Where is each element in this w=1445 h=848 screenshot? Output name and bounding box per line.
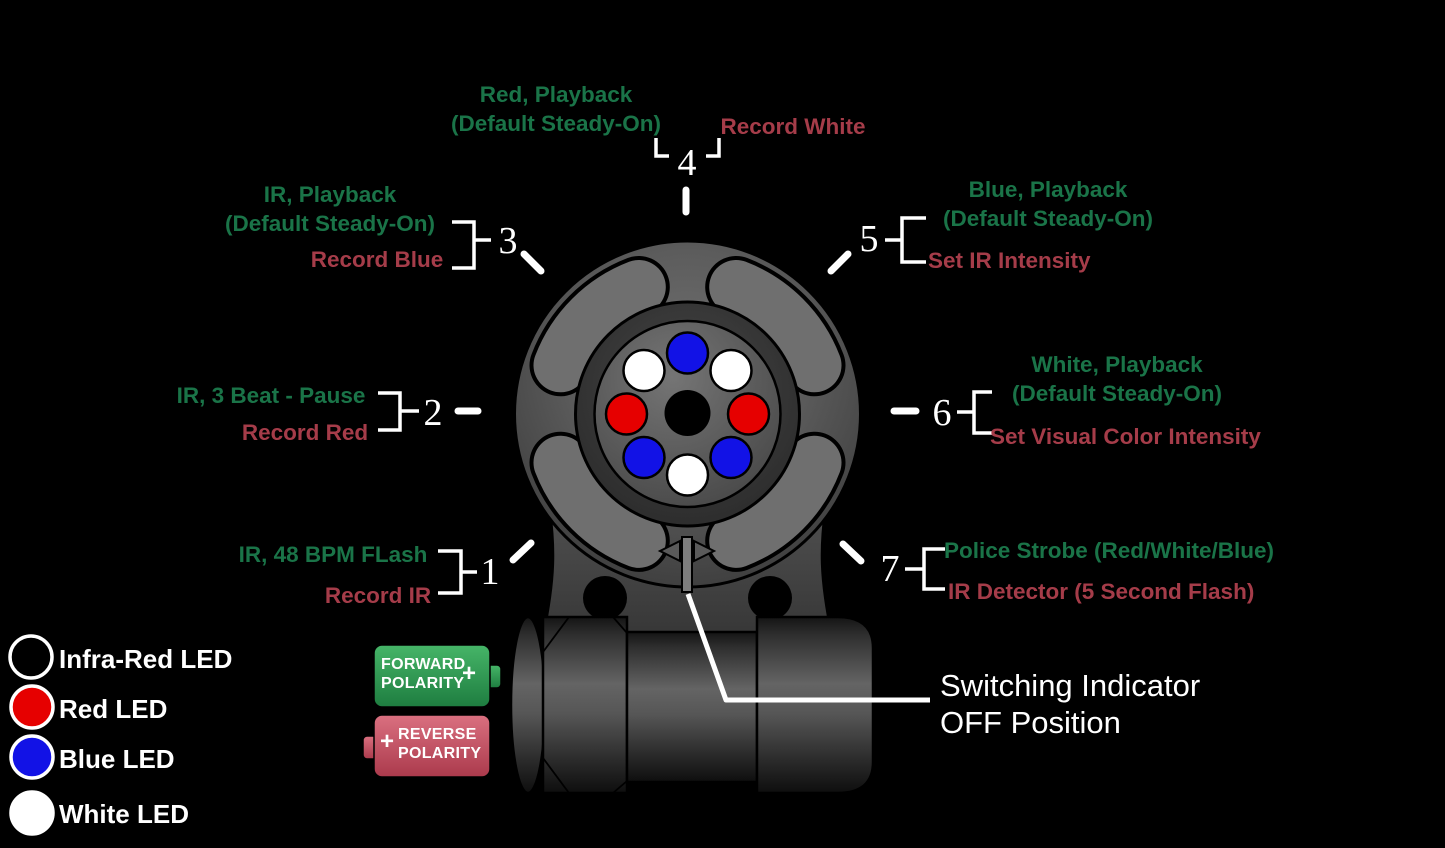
led-bottom-white [665,453,710,497]
label-pos6-green-line2: (Default Steady-On) [1011,381,1223,406]
body-center-section [625,630,759,784]
forward-polarity-plus: + [462,660,477,687]
label-pos3-green-line2: (Default Steady-On) [224,211,436,236]
label-pos6-green-line1: White, Playback [1031,352,1203,377]
dial-ticks [454,186,920,565]
forward-polarity-label: FORWARD POLARITY [381,656,465,693]
infra-red-led-swatch [8,634,54,680]
white-led-swatch [9,790,55,836]
label-brackets [378,138,992,595]
legend-label-red: Red LED [59,694,168,724]
legend-label-blue: Blue LED [59,744,175,774]
callout-line1: Switching Indicator [940,668,1201,703]
label-pos3-red: Record Blue [310,247,444,272]
led-bottomright-blue [709,435,753,480]
bracket-1 [438,549,477,595]
tick-1 [509,539,535,564]
label-pos5-red: Set IR Intensity [928,248,1091,273]
label-pos7-green: Police Strobe (Red/White/Blue) [944,538,1275,563]
body-left-barrel [541,615,629,795]
device-head [513,239,862,589]
label-pos4-red: Record White [720,114,866,139]
led-left-red [604,392,649,436]
body-chamfer-bottom-left [542,757,570,794]
switching-indicator-callout: Switching Indicator OFF Position [940,667,1200,741]
callout-line2: OFF Position [940,705,1121,740]
reverse-polarity-line1: REVERSE [398,726,477,743]
label-pos2-red: Record Red [241,420,369,445]
body-right-barrel [755,615,875,795]
bracket-3 [452,220,491,270]
legend-label-white: White LED [59,799,189,829]
label-pos5-green: Blue, Playback (Default Steady-On) [943,175,1153,233]
led-ring [604,331,771,497]
led-bottomleft-blue [622,435,666,480]
red-led-swatch [9,684,55,730]
body-chamfer-top-left [542,616,570,653]
dial-number-5: 5 [859,218,879,260]
label-pos6-red: Set Visual Color Intensity [990,424,1261,449]
bracket-6 [957,390,992,435]
dial-number-4: 4 [677,142,697,184]
forward-polarity-line2: POLARITY [381,674,465,692]
tick-5 [827,250,852,275]
head-grip-scallops [529,256,846,572]
indicator-right-triangle [693,539,717,563]
forward-battery-body [373,644,491,708]
reverse-polarity-label: REVERSE POLARITY [398,726,481,763]
label-pos1-green: IR, 48 BPM FLash [238,542,428,567]
label-pos4-green-line1: Red, Playback [479,82,633,107]
led-topright-white [709,348,753,393]
forward-polarity-line1: FORWARD [381,656,466,673]
label-pos2-green: IR, 3 Beat - Pause [176,383,366,408]
tick-7 [839,540,865,565]
forward-polarity-battery-icon [373,644,502,708]
callout-pointer-line [685,593,930,703]
led-topleft-white [622,348,666,393]
label-pos5-green-line2: (Default Steady-On) [942,206,1154,231]
legend-swatches [8,634,55,836]
led-top-blue [665,331,710,375]
reverse-polarity-line2: POLARITY [398,744,482,762]
mount-hole-left [583,576,627,620]
legend-label-infra-red: Infra-Red LED [59,644,233,674]
label-pos4-green-line2: (Default Steady-On) [450,111,662,136]
dial-number-1: 1 [480,551,500,593]
indicator-left-triangle [657,539,681,563]
dial-number-6: 6 [932,392,952,434]
body-left-cap [509,615,547,795]
label-pos4-green: Red, Playback (Default Steady-On) [451,80,661,138]
device-body-cylinder [509,615,875,795]
bracket-5 [885,216,926,264]
body-section-bevels [612,616,772,794]
indicator-bar [681,536,693,593]
reverse-polarity-plus: + [380,728,395,755]
mount-hole-right [748,576,792,620]
led-right-red [726,392,771,436]
reverse-polarity-battery-icon [362,714,491,778]
switching-indicator [657,536,717,593]
label-pos3-green-line1: IR, Playback [263,182,397,207]
bracket-7 [905,547,945,591]
label-pos7-red: IR Detector (5 Second Flash) [948,579,1255,604]
label-pos5-green-line1: Blue, Playback [968,177,1128,202]
label-pos6-green: White, Playback (Default Steady-On) [1012,350,1222,408]
center-aperture [664,390,711,436]
tick-3 [520,250,545,275]
dial-number-3: 3 [498,220,518,262]
blue-led-swatch [9,734,55,780]
reverse-battery-body [373,714,491,778]
bracket-2 [378,391,419,432]
label-pos3-green: IR, Playback (Default Steady-On) [225,180,435,238]
dial-number-7: 7 [880,548,900,590]
label-pos1-red: Record IR [324,583,432,608]
dial-number-2: 2 [423,392,443,434]
bracket-4 [654,138,721,158]
